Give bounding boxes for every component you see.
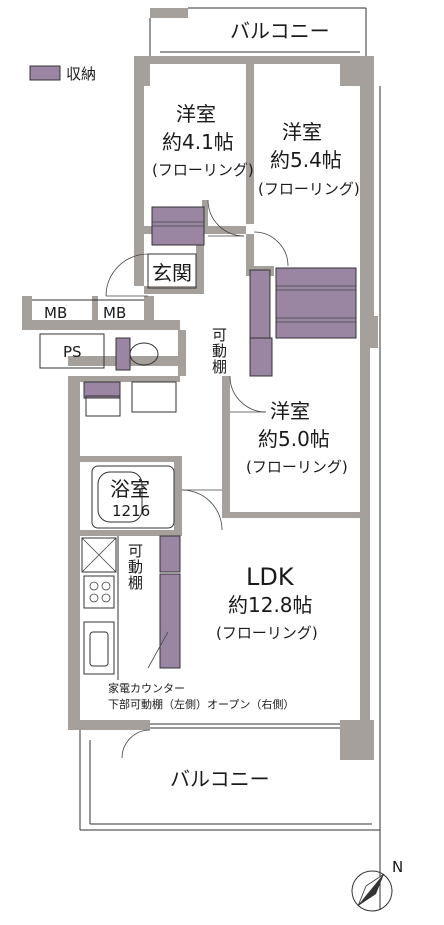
- balcony-bottom: バルコニー: [79, 730, 380, 831]
- room-western-2: 洋室 約5.4帖 (フローリング): [249, 120, 360, 377]
- shelf-1-line3: 棚: [212, 358, 227, 376]
- balcony-top-label: バルコニー: [230, 19, 330, 43]
- room-western-3-name: 洋室: [270, 399, 310, 423]
- room-western-2-floor: (フローリング): [258, 180, 360, 198]
- room-western-3-size: 約5.0帖: [258, 427, 330, 451]
- shelf-2-line1: 可: [128, 542, 143, 560]
- entrance: 玄関: [105, 253, 197, 297]
- counter-note-1: 家電カウンター: [108, 681, 185, 695]
- room-western-1-floor: (フローリング): [152, 161, 254, 179]
- legend-storage-swatch: [29, 65, 61, 81]
- bathroom: 浴室 1216: [91, 465, 175, 529]
- mb-label-1: MB: [44, 304, 67, 322]
- mb-label-2: MB: [103, 304, 126, 322]
- room-western-1: 洋室 約4.1帖 (フローリング): [151, 102, 254, 246]
- ps-label: PS: [63, 343, 82, 361]
- room-western-1-size: 約4.1帖: [162, 130, 234, 154]
- compass-icon: N: [351, 858, 403, 912]
- closet-western-2: [275, 267, 357, 339]
- shelf-2-line3: 棚: [128, 574, 143, 592]
- room-western-3-floor: (フローリング): [246, 458, 348, 476]
- toilet: [115, 337, 159, 371]
- room-western-1-name: 洋室: [176, 102, 216, 126]
- bath-size: 1216: [112, 502, 150, 520]
- room-ldk: LDK 約12.8帖 (フローリング): [216, 563, 318, 642]
- room-ldk-size: 約12.8帖: [228, 593, 313, 617]
- room-western-2-name: 洋室: [282, 120, 322, 144]
- counter-storage: [159, 573, 181, 669]
- shelf-2-storage: [159, 535, 181, 573]
- kitchen: [81, 536, 119, 680]
- compass-north: N: [392, 858, 403, 876]
- room-ldk-floor: (フローリング): [216, 624, 318, 642]
- room-western-2-size: 約5.4帖: [270, 148, 342, 172]
- balcony-top: バルコニー: [149, 7, 367, 56]
- shelf-2-line2: 動: [128, 558, 143, 576]
- shelf-1-line1: 可: [212, 326, 227, 344]
- shelf-1-storage: [249, 337, 273, 377]
- washroom: [83, 381, 177, 417]
- legend-storage-label: 収納: [66, 65, 96, 83]
- bath-name: 浴室: [110, 477, 150, 501]
- room-western-3: 洋室 約5.0帖 (フローリング): [246, 399, 348, 476]
- balcony-bottom-label: バルコニー: [170, 767, 270, 791]
- entrance-label: 玄関: [152, 261, 192, 285]
- shelf-1-line2: 動: [212, 342, 227, 360]
- counter-note-2: 下部可動棚（左側）オープン（右側）: [108, 697, 294, 711]
- door-arcs: [121, 199, 289, 759]
- room-ldk-name: LDK: [246, 563, 295, 591]
- ps-box: [39, 333, 105, 369]
